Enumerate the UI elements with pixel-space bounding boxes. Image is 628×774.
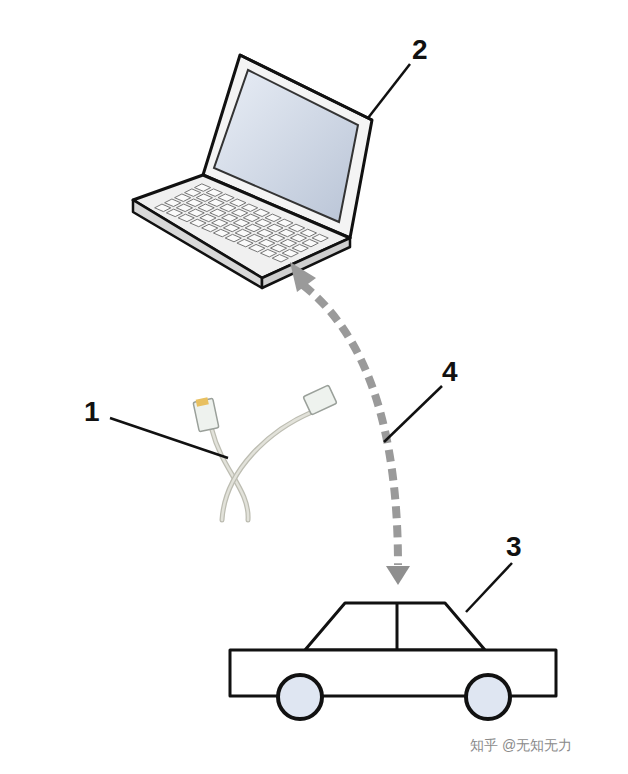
key xyxy=(196,194,212,201)
key xyxy=(290,234,306,241)
key xyxy=(253,209,269,216)
callout-number: 1 xyxy=(84,398,100,426)
callout-number: 4 xyxy=(442,358,458,386)
key xyxy=(230,199,246,206)
key xyxy=(235,229,251,236)
key xyxy=(206,189,222,196)
leader-lines xyxy=(110,64,512,612)
key xyxy=(213,229,229,236)
key xyxy=(195,184,211,191)
key xyxy=(245,224,261,231)
key xyxy=(198,204,214,211)
key xyxy=(312,234,328,241)
key xyxy=(202,224,218,231)
key xyxy=(289,224,305,231)
key xyxy=(265,214,281,221)
key xyxy=(188,209,204,216)
key xyxy=(280,239,296,246)
key xyxy=(155,204,171,211)
key xyxy=(242,204,258,211)
callout-number: 2 xyxy=(412,36,428,64)
key xyxy=(272,254,288,261)
key xyxy=(302,239,318,246)
key xyxy=(222,214,238,221)
key xyxy=(279,229,295,236)
key xyxy=(185,189,201,196)
laptop xyxy=(133,55,372,288)
key xyxy=(225,234,241,241)
key xyxy=(165,199,181,206)
watermark: 知乎 @无知无力 xyxy=(470,738,572,752)
key xyxy=(270,244,286,251)
key xyxy=(259,239,275,246)
key xyxy=(175,194,191,201)
key xyxy=(190,219,206,226)
key xyxy=(178,214,194,221)
data-link-arrow xyxy=(290,262,410,585)
key xyxy=(277,219,293,226)
key xyxy=(212,219,228,226)
key xyxy=(243,214,259,221)
key xyxy=(257,229,273,236)
key xyxy=(186,199,202,206)
key xyxy=(255,219,271,226)
key xyxy=(267,224,283,231)
key xyxy=(260,249,276,256)
key xyxy=(233,219,249,226)
key xyxy=(232,209,248,216)
vehicle xyxy=(230,603,556,719)
key xyxy=(300,229,316,236)
key xyxy=(269,234,285,241)
key xyxy=(176,204,192,211)
key xyxy=(220,204,236,211)
key xyxy=(210,209,226,216)
key xyxy=(166,209,182,216)
key xyxy=(292,244,308,251)
key xyxy=(249,244,265,251)
key xyxy=(200,214,216,221)
key xyxy=(223,224,239,231)
callout-number: 3 xyxy=(506,533,522,561)
key xyxy=(247,234,263,241)
key xyxy=(282,249,298,256)
key xyxy=(208,199,224,206)
key xyxy=(237,239,253,246)
key xyxy=(218,194,234,201)
